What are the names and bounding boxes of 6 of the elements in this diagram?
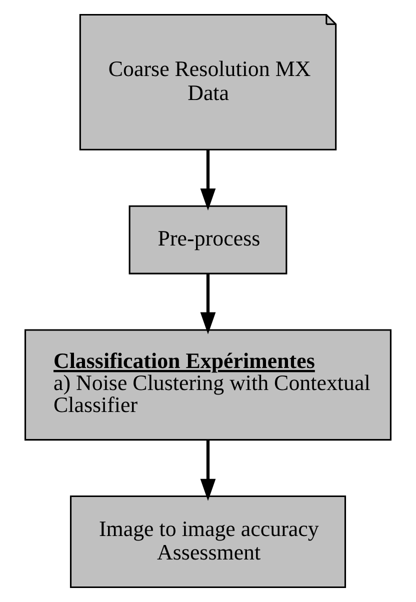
arrow	[200, 440, 216, 501]
arrow	[200, 150, 216, 210]
node-box: Image to image accuracy Assessment	[70, 495, 346, 588]
node-box: Classification Expérimentes a) Noise Clustering with Contextual Classifier	[24, 329, 392, 441]
arrow	[200, 274, 216, 334]
node-box: Pre-process	[128, 205, 288, 274]
